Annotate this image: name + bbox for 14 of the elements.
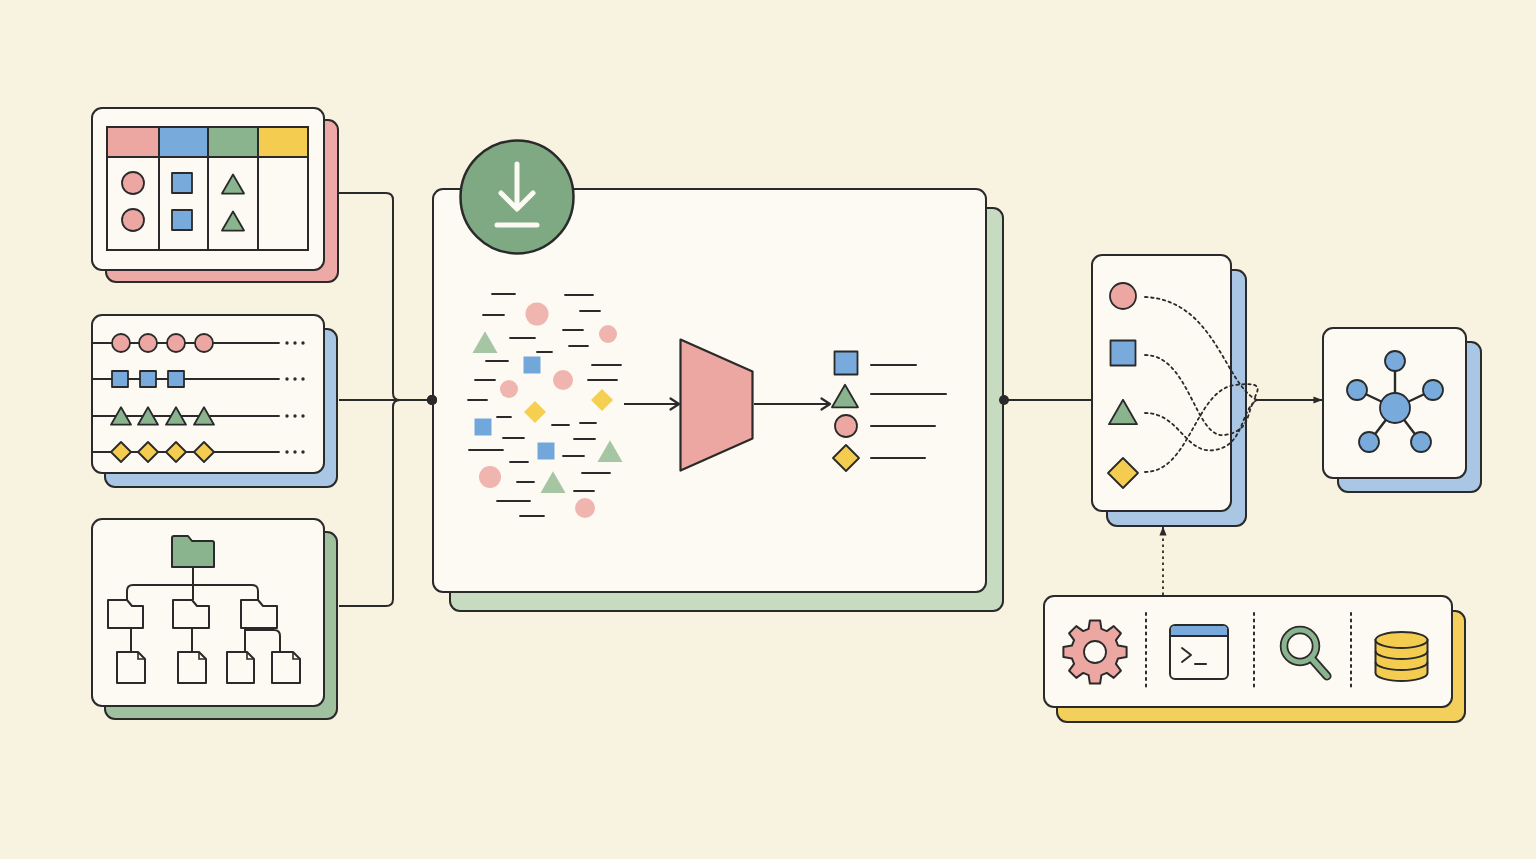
connector-line: [999, 395, 1092, 405]
folder-tree-card: [91, 518, 339, 721]
arrow: [753, 397, 832, 411]
connector-line: [338, 395, 437, 607]
arrow: [1257, 396, 1323, 404]
processing-panel: [432, 139, 1004, 612]
mapping-card: [1091, 254, 1258, 527]
dashed-arrow: [1159, 526, 1167, 596]
arrow: [623, 397, 681, 411]
trapezoid-block: [679, 338, 754, 472]
tools-card: [1043, 595, 1466, 723]
network-card: [1322, 327, 1482, 493]
sequence-card: [91, 314, 339, 489]
table-card: [91, 107, 339, 284]
